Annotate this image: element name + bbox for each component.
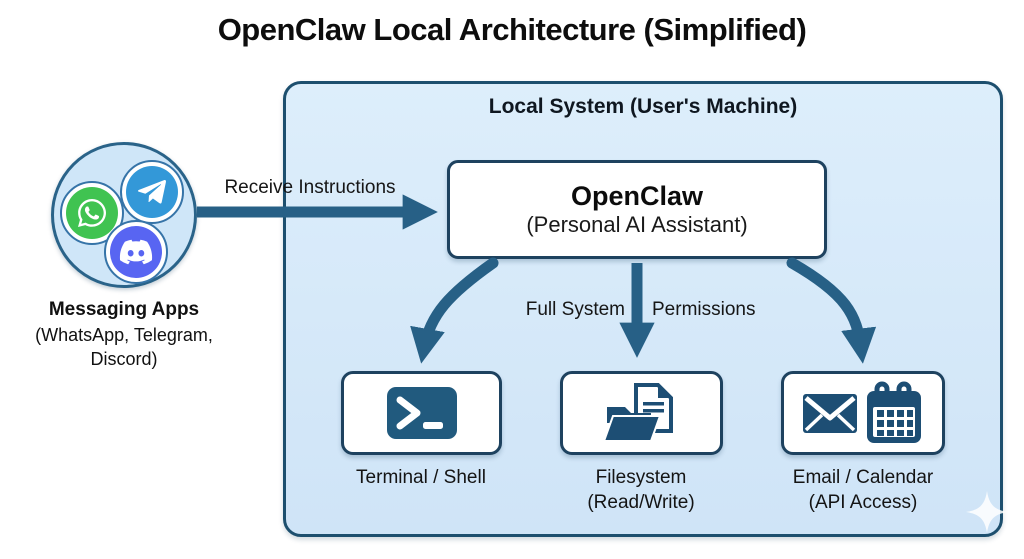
permissions-label: Permissions — [652, 299, 756, 320]
filesystem-label: Filesystem (Read/Write) — [541, 465, 741, 515]
openclaw-subtitle: (Personal AI Assistant) — [526, 211, 748, 237]
messaging-apps-title: Messaging Apps — [48, 299, 200, 320]
telegram-icon — [120, 160, 184, 224]
envelope-icon — [803, 394, 857, 433]
filesystem-label-line1: Filesystem — [595, 467, 687, 488]
terminal-icon — [386, 387, 457, 439]
filesystem-node — [560, 371, 723, 455]
email-calendar-label: Email / Calendar (API Access) — [753, 465, 973, 515]
email-calendar-label-line2: (API Access) — [808, 492, 918, 514]
page-title: OpenClaw Local Architecture (Simplified) — [217, 12, 807, 47]
email-calendar-icon — [803, 381, 921, 443]
email-calendar-node — [781, 371, 945, 455]
email-calendar-label-line1: Email / Calendar — [792, 467, 934, 488]
filesystem-icon — [602, 383, 673, 442]
terminal-label: Terminal / Shell — [321, 465, 521, 490]
full-system-label: Full System — [525, 299, 625, 320]
terminal-node — [341, 371, 502, 455]
openclaw-title: OpenClaw — [570, 180, 704, 211]
messaging-apps-caption: Messaging Apps (WhatsApp, Telegram, Disc… — [4, 297, 244, 371]
whatsapp-icon — [60, 181, 124, 245]
filesystem-label-line2: (Read/Write) — [587, 492, 695, 514]
messaging-apps-subtitle-line1: (WhatsApp, Telegram, — [35, 324, 213, 345]
local-system-title: Local System (User's Machine) — [488, 95, 798, 118]
terminal-label-line1: Terminal / Shell — [356, 467, 486, 488]
messaging-apps-subtitle-line2: Discord) — [90, 348, 158, 369]
sparkle-icon — [966, 491, 1008, 533]
calendar-icon — [867, 381, 921, 443]
discord-icon — [104, 220, 168, 284]
local-system-container — [283, 81, 1003, 537]
receive-instructions-label: Receive Instructions — [224, 177, 396, 198]
messaging-apps-cluster — [51, 142, 197, 288]
openclaw-node: OpenClaw (Personal AI Assistant) — [447, 160, 827, 259]
